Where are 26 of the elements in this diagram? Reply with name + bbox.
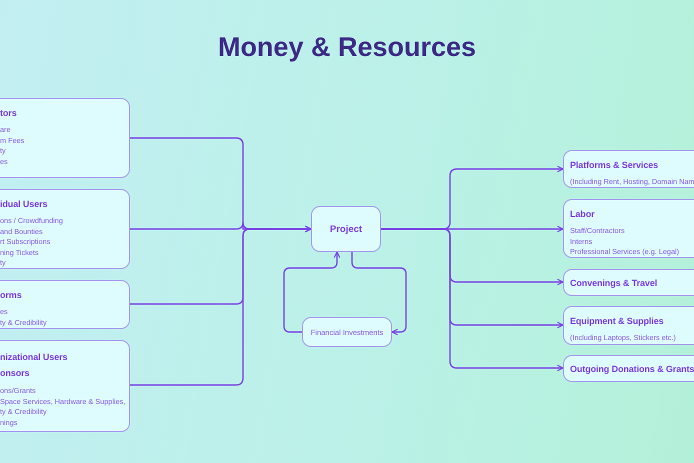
arrow [381, 228, 564, 372]
arrow [130, 226, 312, 386]
category-card [563, 150, 694, 188]
category-card [563, 269, 694, 296]
card-heading: Labor [570, 208, 595, 221]
process-box [302, 317, 392, 347]
category-card [0, 280, 130, 329]
category-card [0, 189, 130, 269]
category-card [563, 306, 694, 345]
process-box [311, 206, 381, 252]
card-heading: Equipment & Supplies [570, 315, 664, 328]
card-heading: orms [0, 289, 22, 302]
node-label: Project [330, 224, 362, 234]
card-heading: tors [0, 107, 17, 120]
diagram-title: Money & Resources [216, 32, 478, 63]
category-card [0, 340, 130, 432]
card-heading: nizational Users onsors [0, 351, 68, 380]
category-card [563, 355, 694, 382]
category-card [563, 199, 694, 258]
category-card [0, 98, 130, 178]
arrow [283, 251, 340, 333]
card-heading: idual Users [0, 198, 48, 211]
arrow [351, 252, 407, 336]
card-heading: Platforms & Services [570, 159, 658, 172]
card-heading: Convenings & Travel [570, 277, 658, 290]
card-heading: Outgoing Donations & Grants [570, 363, 694, 376]
